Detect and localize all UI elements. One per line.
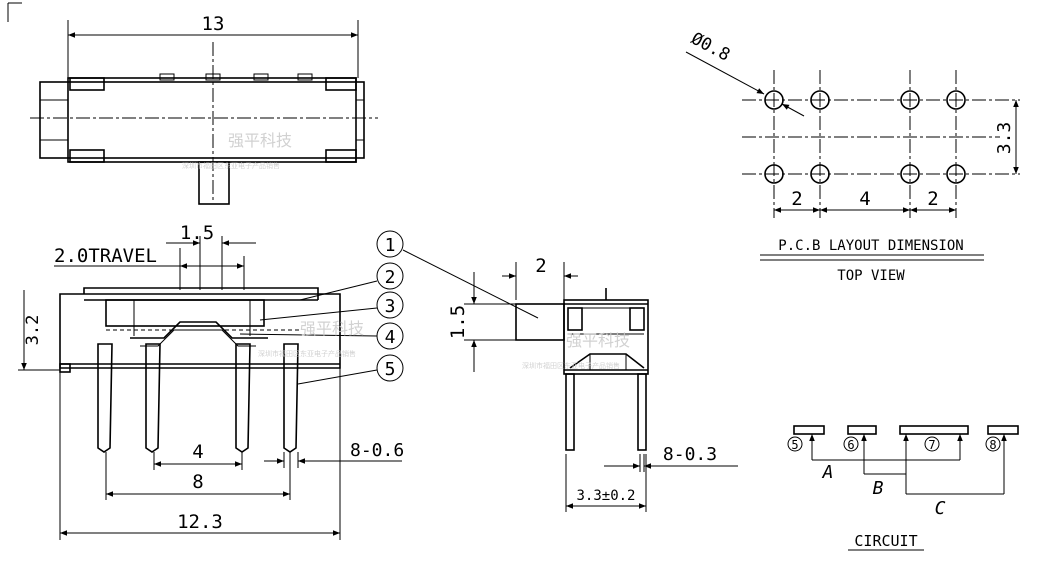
circuit-pin-5: 5	[791, 438, 798, 452]
watermark-brand-3: 强平科技	[566, 331, 630, 350]
watermark-brand-1: 强平科技	[228, 131, 292, 150]
watermark: 强平科技 深圳市福田区东亚电子产品销售 强平科技 深圳市福田区东亚电子产品销售 …	[182, 131, 630, 370]
dim-spacing-right: 2	[927, 188, 938, 210]
dim-width-13: 13	[202, 13, 225, 35]
circuit-pin-8: 8	[989, 438, 996, 452]
dim-knob-height-1-5: 1.5	[447, 305, 469, 339]
side-view: 2.0TRAVEL 1.5 3.2 4 8	[18, 222, 539, 540]
dim-spacing-left: 2	[791, 188, 802, 210]
callout-1: 1	[385, 235, 396, 256]
callout-2: 2	[385, 267, 396, 288]
watermark-tagline-3: 深圳市福田区东亚电子产品销售	[522, 361, 620, 370]
pcb-layout-title: P.C.B LAYOUT DIMENSION	[778, 238, 963, 254]
circuit-label-b: B	[873, 478, 884, 499]
top-view: 13	[7, 2, 378, 205]
dim-pitch-4: 4	[192, 441, 203, 463]
pcb-layout-subtitle: TOP VIEW	[837, 268, 905, 284]
circuit-title: CIRCUIT	[854, 532, 917, 550]
circuit-diagram: 5 6 7 8 A B C CIRCUIT	[787, 425, 1019, 551]
dim-spacing-middle: 4	[859, 188, 870, 210]
dim-body-width: 3.3±0.2	[576, 488, 635, 504]
end-view: 2 1.5 8-0.3 3.3±0.2	[447, 255, 738, 512]
circuit-label-c: C	[935, 498, 946, 519]
dim-length-12-3: 12.3	[177, 511, 223, 533]
dim-pitch-8: 8	[192, 471, 203, 493]
dim-height-3-2: 3.2	[23, 315, 43, 346]
dim-travel: 2.0TRAVEL	[54, 245, 157, 267]
callout-5: 5	[385, 359, 396, 380]
dim-pin-thickness: 8-0.3	[663, 444, 717, 465]
circuit-pin-7: 7	[928, 438, 935, 452]
callout-3: 3	[385, 296, 396, 317]
callout-4: 4	[385, 327, 396, 348]
watermark-brand-2: 强平科技	[300, 319, 364, 338]
dim-hole-diameter: Ø0.8	[688, 29, 734, 66]
circuit-pin-6: 6	[847, 438, 854, 452]
circuit-label-a: A	[822, 462, 834, 483]
pcb-layout: Ø0.8 3.3 2 4 2 P.C.B LAYOUT DIMENSION TO…	[685, 29, 1020, 284]
dim-knob-width-2: 2	[535, 255, 546, 277]
dim-pin-width: 8-0.6	[350, 440, 404, 461]
dim-row-spacing: 3.3	[994, 122, 1015, 155]
watermark-tagline-2: 深圳市福田区东亚电子产品销售	[258, 349, 356, 358]
dim-knob-1-5: 1.5	[180, 222, 214, 244]
watermark-tagline-1: 深圳市福田区东亚电子产品销售	[182, 161, 280, 170]
